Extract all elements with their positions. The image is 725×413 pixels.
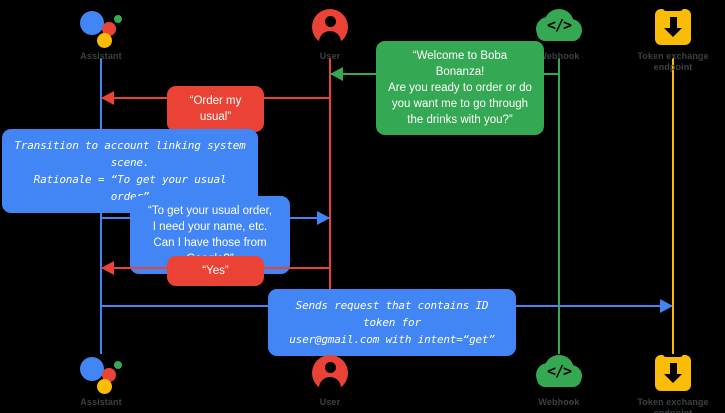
actor-user-bottom: User <box>275 352 385 408</box>
message-welcome-line-3: you want me to go through <box>391 98 529 110</box>
message-need-your-name-line-2: I need your name, etc. <box>152 221 268 233</box>
actor-label-assistant-bottom: Assistant <box>80 397 122 407</box>
download-box-icon <box>618 6 725 48</box>
message-order-my-usual-line-1: “Order my usual” <box>189 95 242 123</box>
actor-label-webhook-bottom: Webhook <box>538 397 580 407</box>
arrow-head-yes <box>101 261 114 275</box>
note-transition-line-1: Transition to account linking system sce… <box>14 139 246 169</box>
actor-token-endpoint-top: Token exchange endpoint <box>618 6 725 73</box>
message-need-your-name-line-1: “To get your usual order, <box>147 205 272 217</box>
message-welcome-line-1: “Welcome to Boba Bonanza! <box>412 50 508 78</box>
note-sends-request: Sends request that contains ID token for… <box>268 289 516 356</box>
lifeline-user <box>329 58 331 354</box>
cloud-code-icon: </> <box>504 6 614 48</box>
actor-label-assistant-top: Assistant <box>80 51 122 61</box>
lifeline-token-endpoint <box>672 58 674 354</box>
actor-user-top: User <box>275 6 385 62</box>
actor-assistant-top: Assistant <box>46 6 156 62</box>
arrow-head-sends-request <box>660 299 673 313</box>
message-welcome: “Welcome to Boba Bonanza! Are you ready … <box>376 41 544 135</box>
message-welcome-line-4: the drinks with you?” <box>407 114 513 126</box>
message-yes-line-1: “Yes” <box>202 265 229 277</box>
download-box-icon-bottom <box>618 352 725 394</box>
google-assistant-icon <box>46 6 156 48</box>
arrow-head-need-your-name <box>317 211 330 225</box>
actor-webhook-top: </> Webhook <box>504 6 614 62</box>
actor-label-token-endpoint-bottom: Token exchange endpoint <box>637 397 709 413</box>
message-order-my-usual: “Order my usual” <box>167 86 264 132</box>
note-sends-request-line-1: Sends request that contains ID token for <box>295 299 489 329</box>
actor-token-endpoint-bottom: Token exchange endpoint <box>618 352 725 413</box>
actor-assistant-bottom: Assistant <box>46 352 156 408</box>
google-assistant-icon-bottom <box>46 352 156 394</box>
actor-label-token-endpoint-top: Token exchange endpoint <box>637 51 709 72</box>
cloud-code-icon-bottom: </> <box>504 352 614 394</box>
actor-label-user-top: User <box>319 51 341 61</box>
actor-label-user-bottom: User <box>319 397 341 407</box>
note-sends-request-line-2: user@gmail.com with intent=“get” <box>289 333 495 346</box>
note-transition: Transition to account linking system sce… <box>2 129 258 213</box>
user-avatar-icon-bottom <box>275 352 385 394</box>
arrow-head-welcome <box>330 67 343 81</box>
user-avatar-icon <box>275 6 385 48</box>
actor-webhook-bottom: </> Webhook <box>504 352 614 408</box>
message-welcome-line-2: Are you ready to order or do <box>388 82 532 94</box>
actor-label-webhook-top: Webhook <box>538 51 580 61</box>
arrow-head-order-my-usual <box>101 91 114 105</box>
lifeline-webhook <box>558 58 560 354</box>
message-yes: “Yes” <box>167 256 264 286</box>
